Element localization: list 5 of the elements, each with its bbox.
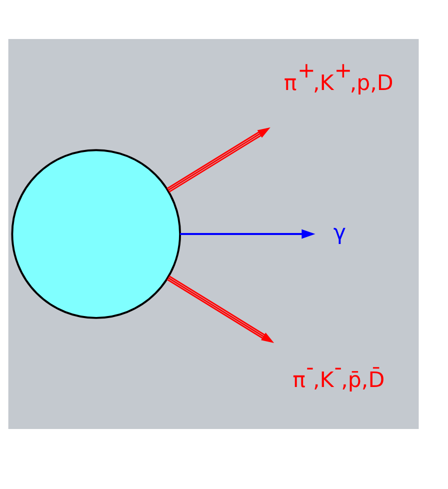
arrow bbox=[166, 275, 274, 343]
arrow bbox=[166, 127, 270, 193]
node-circle bbox=[11, 149, 182, 319]
arrow bbox=[180, 229, 316, 239]
node-text: γ bbox=[333, 220, 346, 246]
